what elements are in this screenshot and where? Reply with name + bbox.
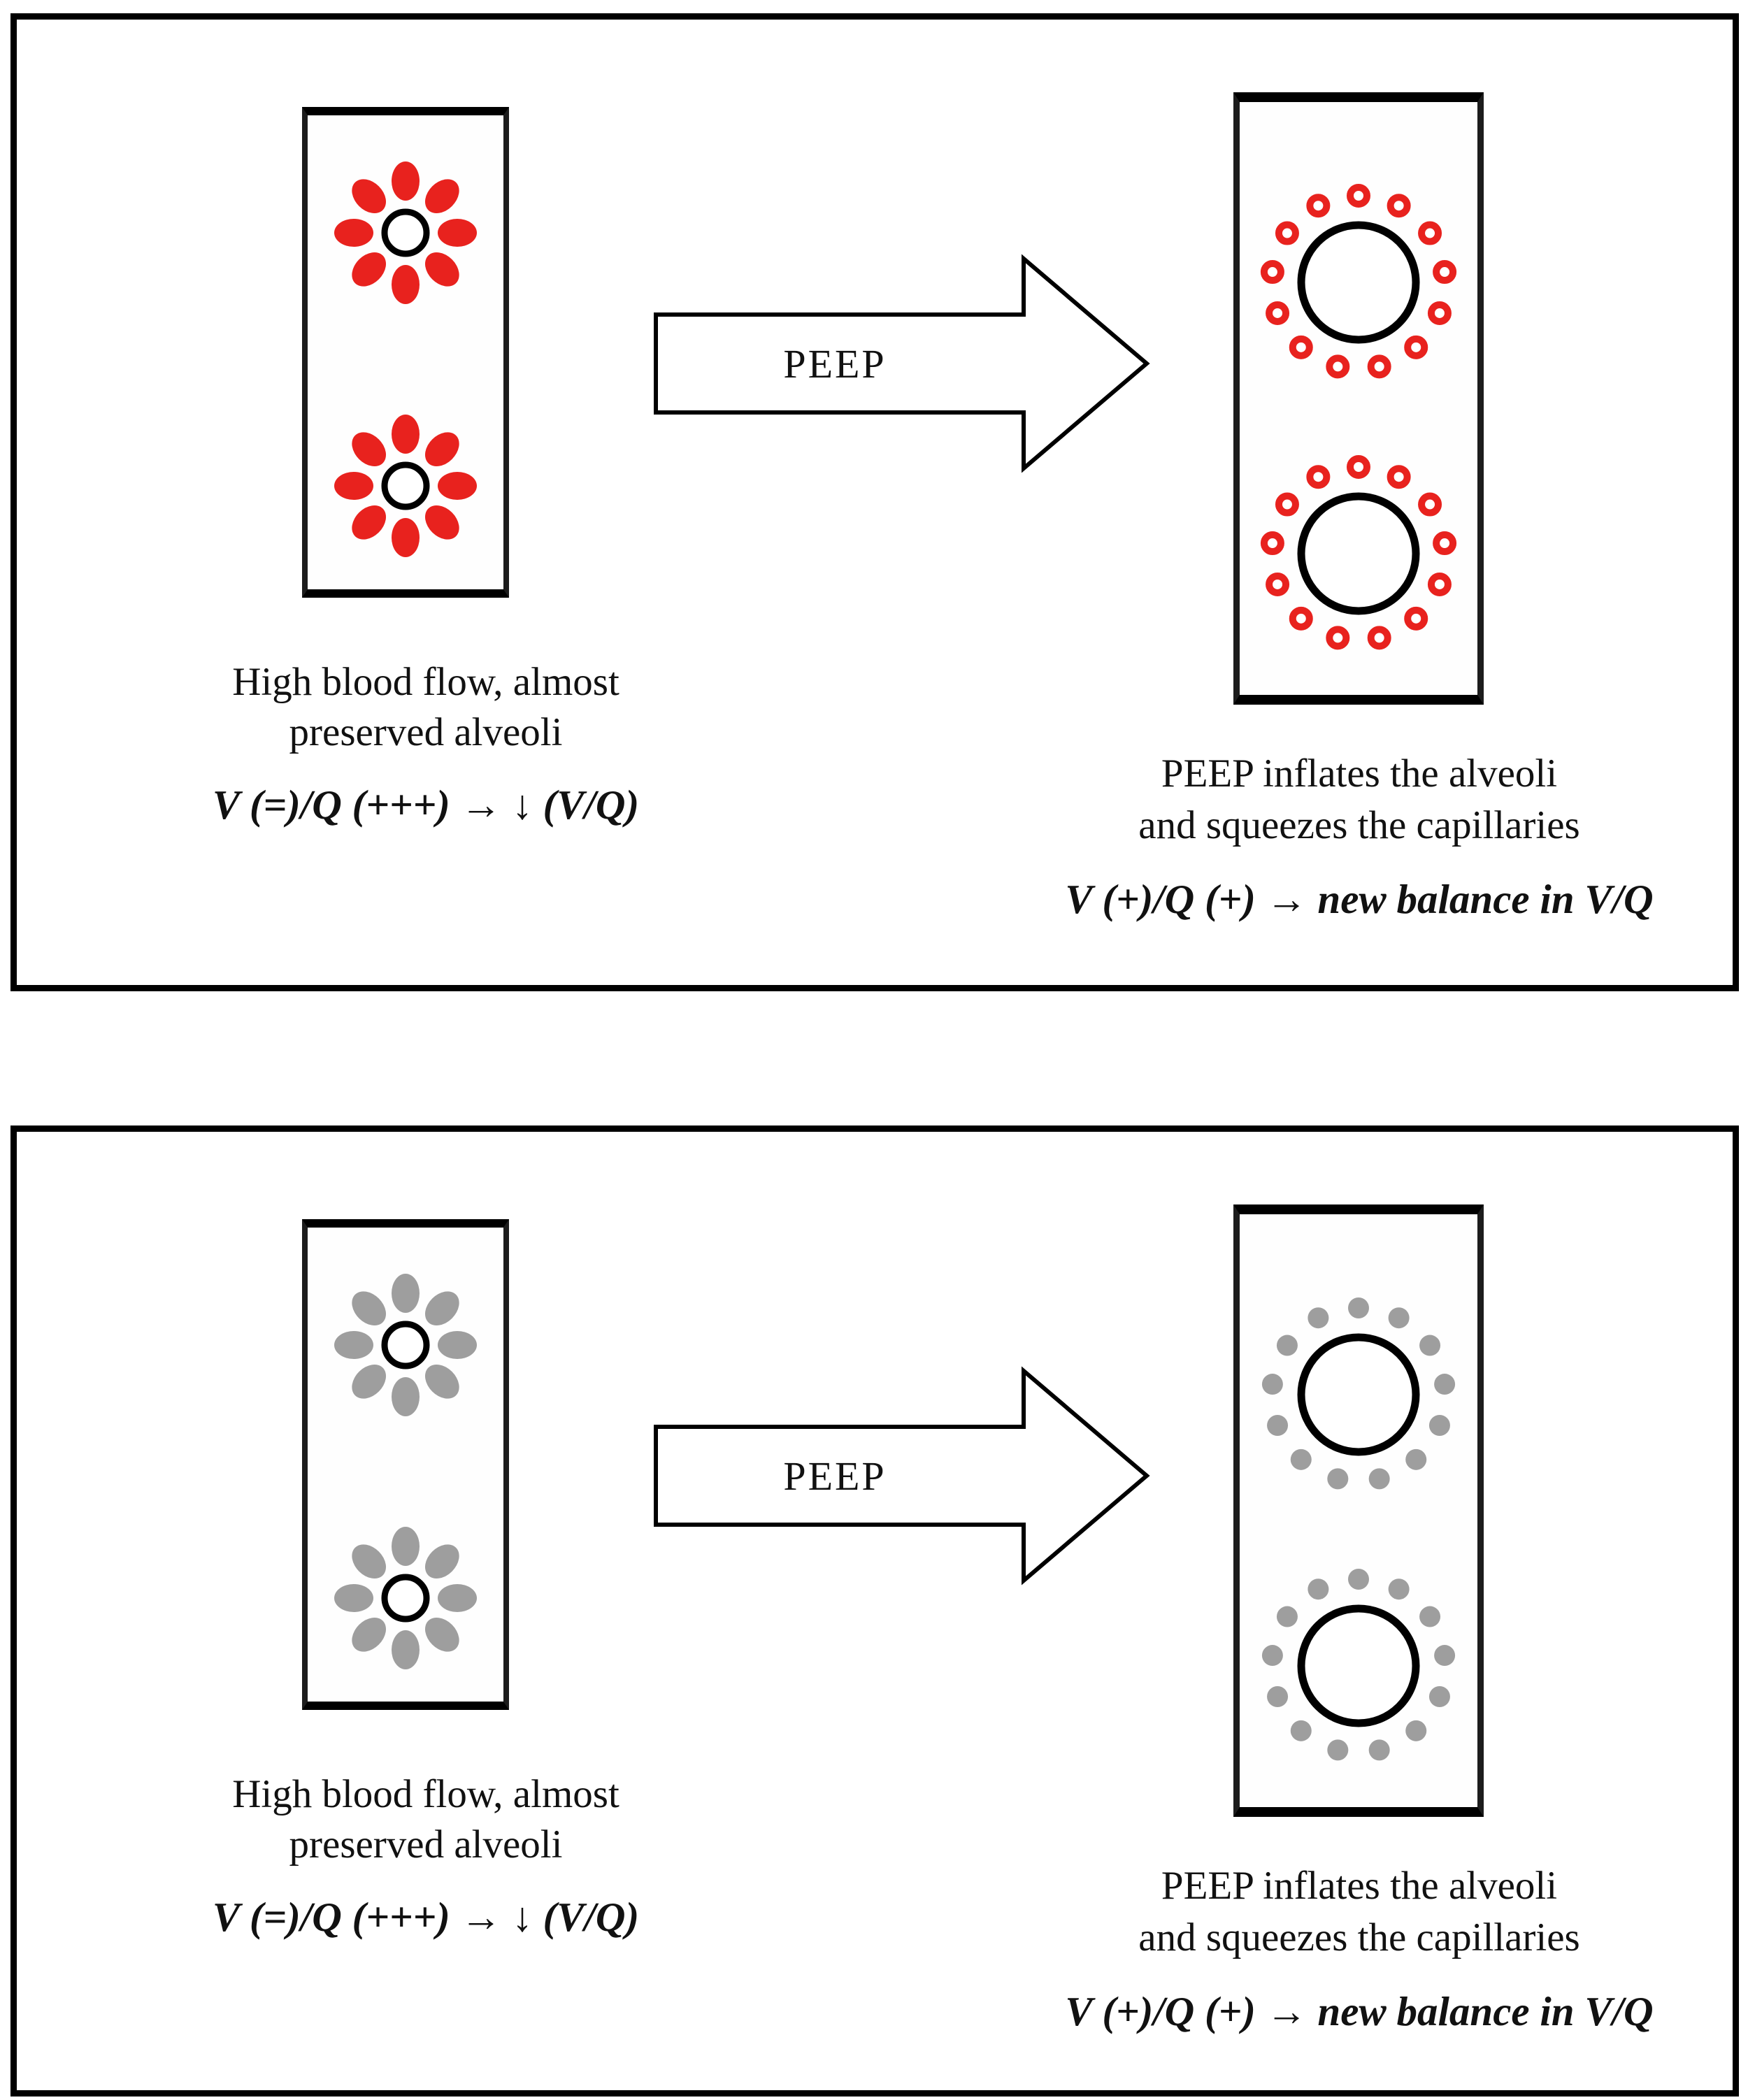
left-caption-line2: preserved alveoli xyxy=(289,1822,563,1867)
right-diagram-box xyxy=(1233,92,1484,705)
peep-arrow xyxy=(654,254,1150,473)
left-caption-line1: High blood flow, almost xyxy=(232,1772,619,1816)
right-caption-line2: and squeezes the capillaries xyxy=(1138,1915,1580,1960)
right-caption-line1: PEEP inflates the alveoli xyxy=(1161,751,1558,796)
right-caption-line1: PEEP inflates the alveoli xyxy=(1161,1864,1558,1908)
left-diagram-box xyxy=(302,107,509,598)
inflated-alveoli-graphic xyxy=(1261,1297,1456,1761)
left-caption: High blood flow, almost preserved alveol… xyxy=(101,657,751,830)
peep-arrow-shape xyxy=(654,1366,1150,1585)
peep-arrow-shape xyxy=(654,254,1150,473)
peep-arrow-label: PEEP xyxy=(783,1453,887,1499)
alveoli-capillaries-graphic xyxy=(334,161,477,557)
alveoli-capillaries-graphic xyxy=(334,1274,477,1669)
right-caption-line2: and squeezes the capillaries xyxy=(1138,803,1580,848)
panel-red: PEEP High blood flow, almost preserved a… xyxy=(10,13,1739,991)
right-caption: PEEP inflates the alveoli and squeezes t… xyxy=(947,748,1748,926)
right-diagram-box xyxy=(1233,1204,1484,1817)
left-caption-line1: High blood flow, almost xyxy=(232,660,619,704)
inflated-alveoli-graphic xyxy=(1260,184,1457,650)
left-formula: V (=)/Q (+++) → ↓ (V/Q) xyxy=(212,781,640,828)
left-formula: V (=)/Q (+++) → ↓ (V/Q) xyxy=(212,1893,640,1940)
left-caption: High blood flow, almost preserved alveol… xyxy=(101,1769,751,1943)
left-caption-line2: preserved alveoli xyxy=(289,710,563,754)
left-diagram-box xyxy=(302,1219,509,1710)
peep-arrow xyxy=(654,1366,1150,1585)
peep-arrow-label: PEEP xyxy=(783,340,887,387)
right-formula: V (+)/Q (+) → new balance in V/Q xyxy=(1065,1988,1654,2035)
right-caption: PEEP inflates the alveoli and squeezes t… xyxy=(947,1860,1748,2038)
panel-gray: PEEP High blood flow, almost preserved a… xyxy=(10,1125,1739,2097)
right-formula: V (+)/Q (+) → new balance in V/Q xyxy=(1065,876,1654,923)
